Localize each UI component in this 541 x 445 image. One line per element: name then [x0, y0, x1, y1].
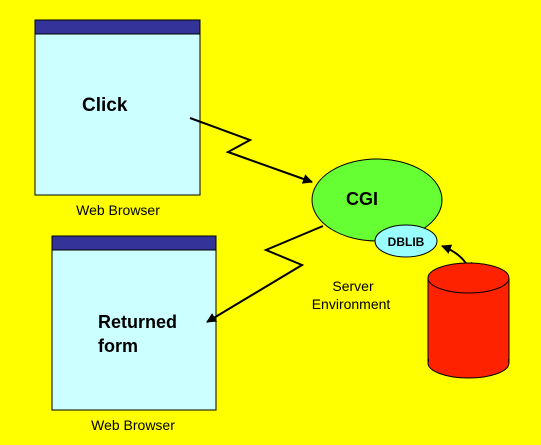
browser-bottom-content-line1: Returned: [98, 312, 177, 332]
browser-bottom-content-line2: form: [98, 336, 138, 356]
database-cylinder-icon: [427, 262, 510, 379]
server-caption-line1: Server: [332, 278, 374, 294]
cgi-label: CGI: [346, 189, 378, 209]
server-caption-line2: Environment: [312, 296, 391, 312]
browser-window-bottom: Returned form: [51, 235, 217, 411]
browser-window-bottom-frame: [51, 235, 217, 411]
dblib-label: DBLIB: [388, 235, 425, 249]
browser-window-bottom-titlebar: [51, 235, 217, 251]
response-arrow: [206, 225, 324, 323]
dblib-ellipse: [374, 224, 438, 258]
browser-window-top: Click: [34, 19, 201, 196]
browser-top-caption: Web Browser: [76, 202, 160, 218]
request-arrow: [189, 117, 313, 184]
browser-window-top-frame: [34, 19, 201, 196]
browser-window-top-titlebar: [34, 19, 201, 35]
browser-bottom-caption: Web Browser: [91, 417, 175, 433]
browser-top-content-text: Click: [82, 95, 128, 116]
database-top: [427, 262, 510, 294]
